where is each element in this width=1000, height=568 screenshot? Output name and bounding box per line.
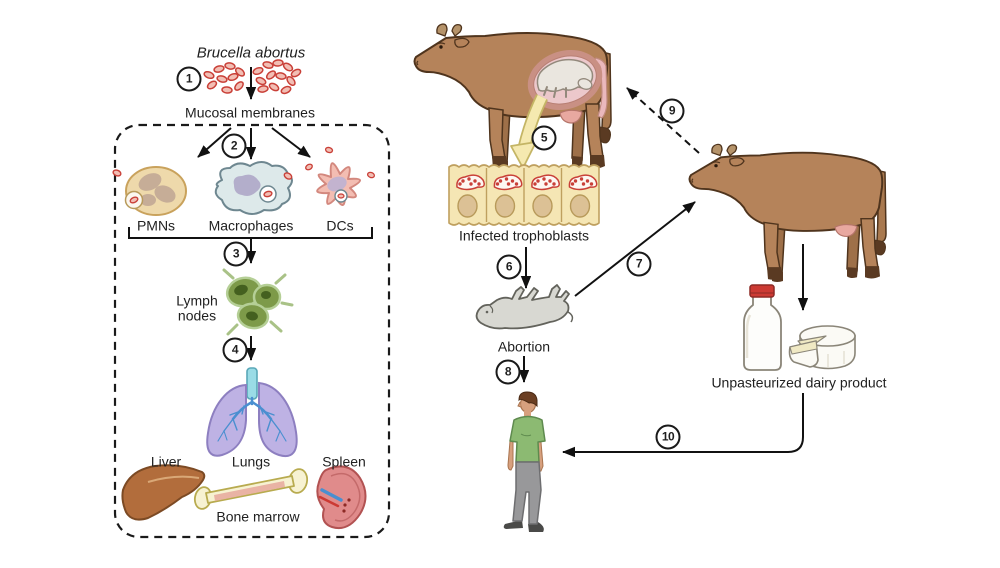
shedding-arrow-icon [510, 94, 548, 169]
dendritic-cell-icon [305, 146, 376, 206]
lymph-nodes-icon [222, 268, 294, 336]
pathogen-title: Brucella abortus [196, 44, 306, 62]
infection-panel-border [113, 123, 391, 539]
abortion-label: Abortion [497, 338, 551, 355]
person-icon [503, 391, 546, 532]
step-5-badge: 5 [531, 125, 557, 151]
lymph-nodes-label-line1: Lymph [176, 292, 218, 309]
liver-label: Liver [150, 453, 182, 470]
infected-trophoblasts-icon [448, 164, 600, 226]
step-1-badge: 1 [176, 66, 202, 92]
bone-marrow-label: Bone marrow [216, 508, 300, 525]
cheese-icon [788, 325, 856, 370]
fetus-in-utero-icon [536, 58, 594, 98]
step-9-badge: 9 [659, 98, 685, 124]
step-10-badge: 10 [655, 424, 681, 450]
step-4-badge: 4 [222, 337, 248, 363]
bacteria-cluster-icon [203, 59, 302, 95]
spleen-icon [316, 465, 367, 530]
macrophages-label: Macrophages [208, 217, 294, 234]
mucosal-membranes-label: Mucosal membranes [185, 104, 315, 121]
transmission-arrows [518, 87, 809, 458]
step-7-badge: 7 [626, 251, 652, 277]
cow-icon [688, 143, 887, 283]
pmn-cell-icon [112, 166, 187, 216]
liver-icon [121, 464, 206, 521]
spleen-label: Spleen [322, 453, 366, 470]
lymph-nodes-label-line2: nodes [177, 307, 217, 324]
step-3-badge: 3 [223, 241, 249, 267]
panel-arrows [128, 67, 373, 361]
step-6-badge: 6 [496, 254, 522, 280]
step-2-badge: 2 [221, 133, 247, 159]
aborted-fetus-icon [475, 284, 574, 330]
milk-bottle-icon [743, 284, 782, 371]
macrophage-cell-icon [214, 161, 293, 215]
infected-trophoblasts-label: Infected trophoblasts [459, 227, 589, 244]
bone-marrow-icon [193, 468, 309, 510]
pmns-label: PMNs [136, 217, 176, 234]
lungs-label: Lungs [231, 453, 271, 470]
dairy-label: Unpasteurized dairy product [711, 374, 887, 391]
pregnant-cow-icon [413, 23, 612, 173]
lungs-icon [206, 367, 298, 457]
dcs-label: DCs [326, 217, 354, 234]
step-8-badge: 8 [495, 359, 521, 385]
